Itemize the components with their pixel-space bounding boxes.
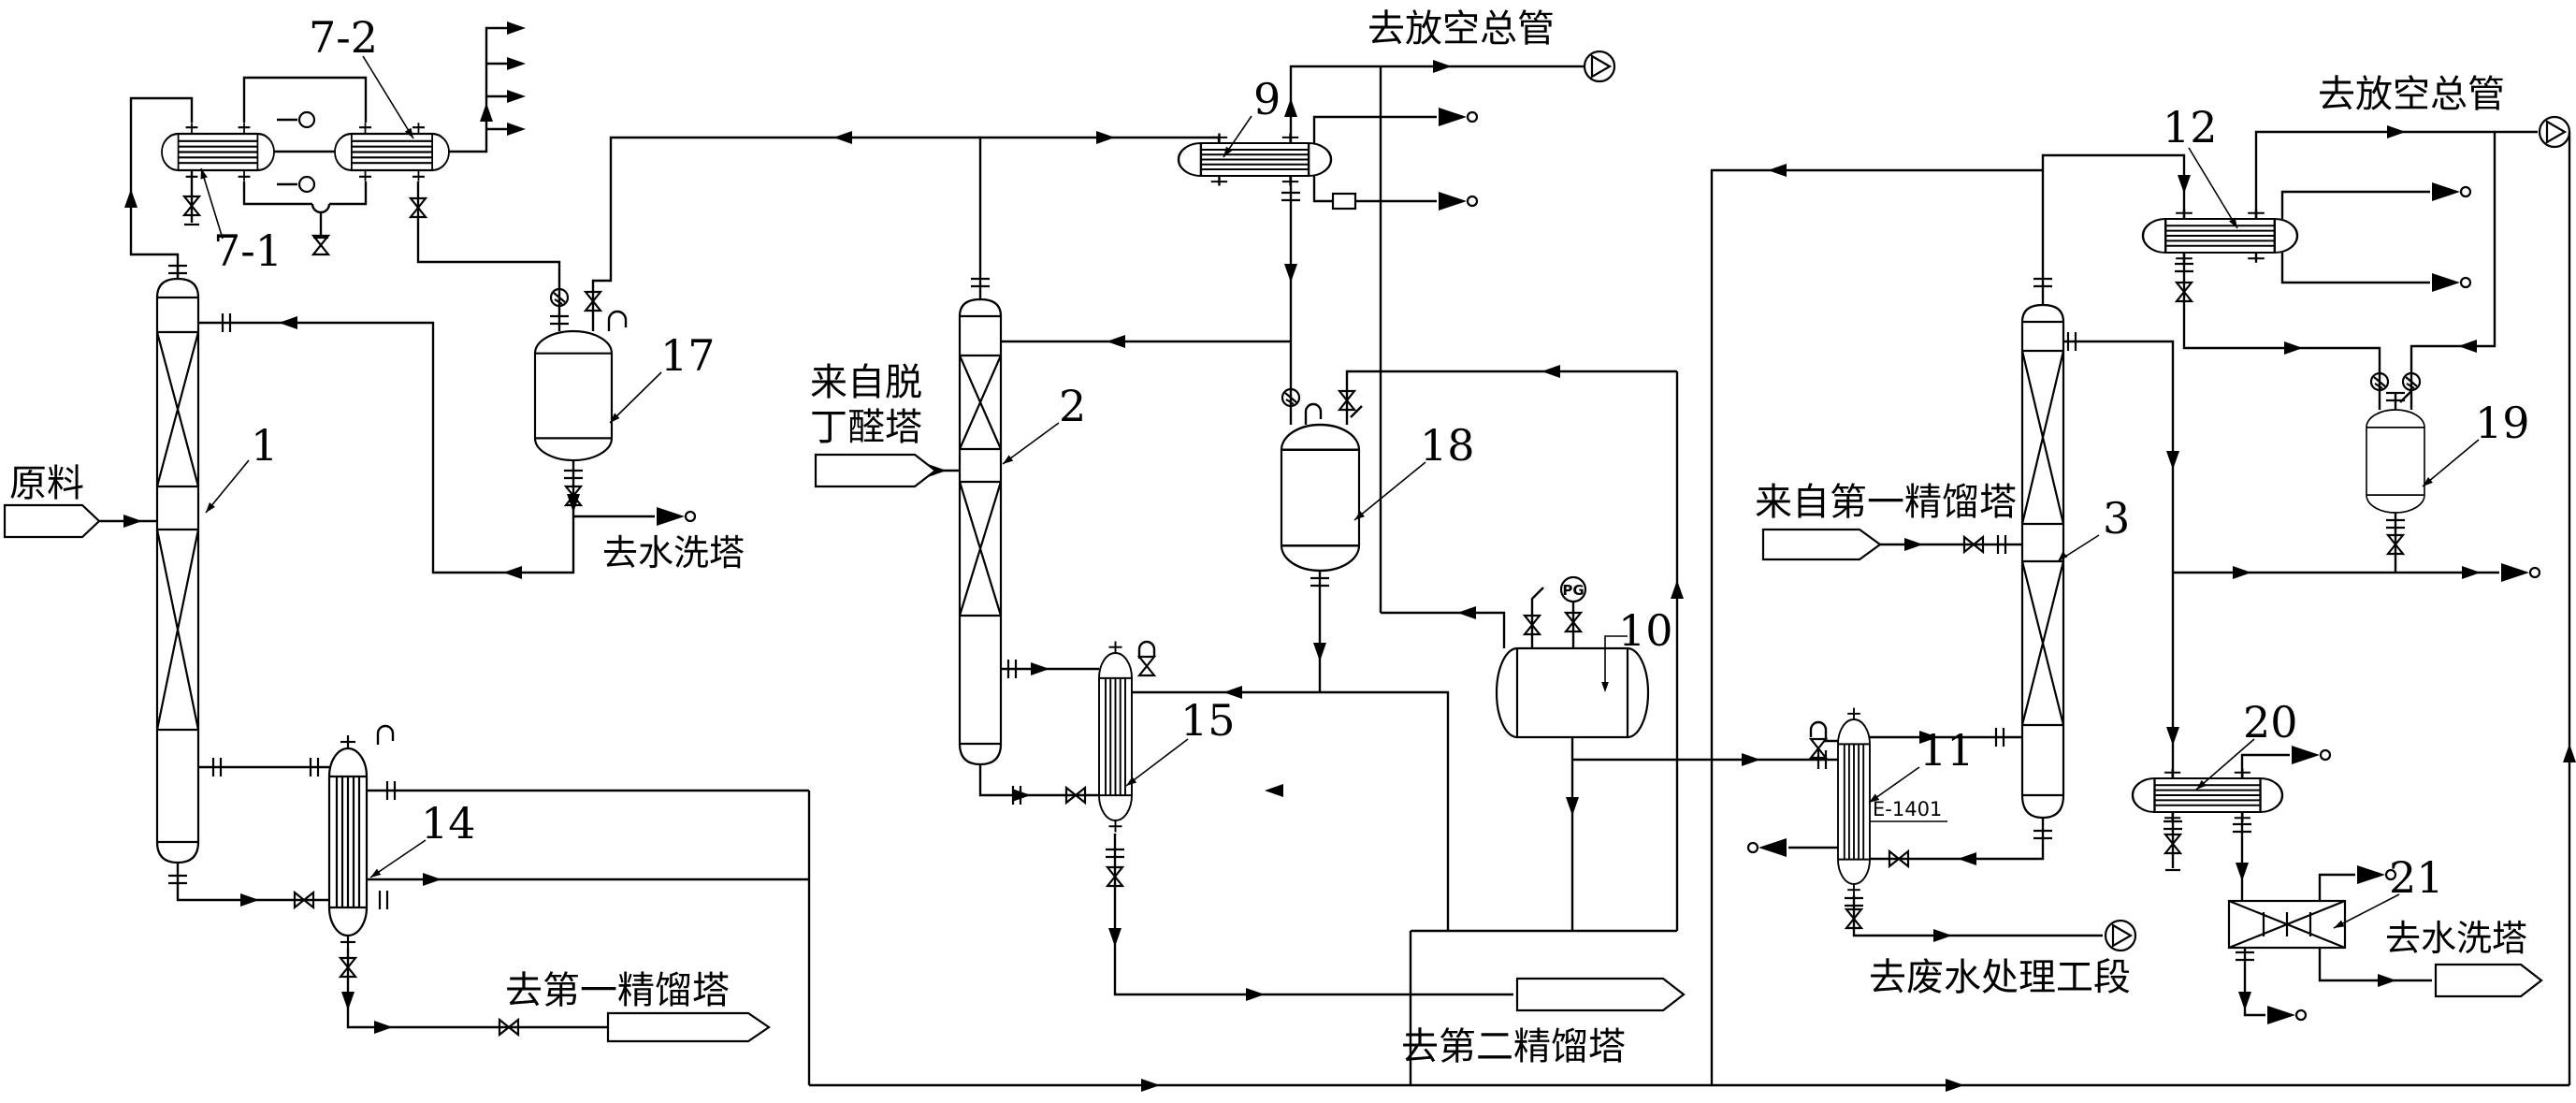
stream-flags	[3, 453, 2543, 1043]
tag-vessel-10: 10	[1618, 605, 1673, 656]
tag-hx-9: 9	[1253, 74, 1281, 124]
label-to-wash-tower-right: 去水洗塔	[2385, 918, 2527, 959]
pipe-network	[99, 26, 2571, 1087]
label-to-wastewater: 去废水处理工段	[1869, 956, 2131, 999]
tag-hx-12: 12	[2163, 102, 2218, 152]
heat-exchanger-14	[327, 733, 369, 951]
label-from-first-column: 来自第一精馏塔	[1755, 481, 2017, 524]
vessel-18	[1280, 423, 1361, 573]
tag-hx-21: 21	[2389, 852, 2444, 903]
flag-raw-material	[3, 503, 101, 539]
label-from-debutanal-1: 来自脱	[810, 361, 922, 404]
flag-to-first-column	[606, 1011, 771, 1043]
tag-vessel-18: 18	[1420, 420, 1475, 471]
tag-hx-20: 20	[2243, 697, 2298, 747]
heat-exchanger-15	[1098, 640, 1133, 834]
tag-hx-7-2: 7-2	[309, 12, 378, 63]
flag-to-wash-tower	[2434, 963, 2543, 998]
tag-leaders	[197, 55, 2480, 932]
vent-pump-icon-right	[2538, 115, 2571, 149]
column-2	[958, 298, 1003, 766]
valves	[182, 195, 2405, 1037]
heat-exchanger-7-2	[333, 122, 451, 182]
wastewater-pump-icon	[2104, 919, 2137, 952]
instrument-tap-icon	[297, 110, 316, 129]
flag-from-first-column	[1761, 528, 1882, 561]
vessel-17	[533, 329, 614, 462]
equipment-code-e1401: E-1401	[1871, 798, 1947, 822]
flag-from-debutanal	[814, 453, 937, 488]
heat-exchanger-7-1	[160, 122, 276, 182]
heat-exchanger-20	[2131, 767, 2284, 823]
label-to-second-column: 去第二精馏塔	[1401, 1025, 1626, 1068]
label-from-debutanal-2: 丁醛塔	[810, 406, 922, 449]
vent-pump-icon-mid	[1583, 50, 1616, 83]
plate-exchanger-21	[2227, 899, 2347, 950]
heat-exchanger-12	[2141, 207, 2299, 265]
tag-vessel-17: 17	[660, 330, 716, 381]
column-3	[2020, 303, 2065, 820]
tag-column-2: 2	[1059, 381, 1086, 431]
label-to-vent-header-mid: 去放空总管	[1368, 7, 1555, 51]
label-to-first-column: 去第一精馏塔	[505, 969, 730, 1012]
tag-column-3: 3	[2103, 493, 2130, 544]
flag-to-second-column	[1515, 977, 1686, 1012]
tag-hx-11: 11	[1919, 725, 1975, 776]
tag-hx-14: 14	[421, 798, 476, 849]
label-to-vent-header-right: 去放空总管	[2318, 73, 2505, 116]
heat-exchanger-9	[1177, 132, 1333, 187]
flanges	[166, 191, 2407, 962]
pressure-gauge-label: PG	[1562, 582, 1584, 599]
pressure-gauge-icon: PG	[1559, 575, 1587, 603]
column-1	[155, 266, 200, 864]
label-to-wash-tower-left: 去水洗塔	[602, 532, 745, 573]
label-raw-material: 原料	[9, 462, 84, 505]
tag-hx-15: 15	[1180, 695, 1236, 746]
flow-arrows	[123, 60, 2576, 1092]
tag-hx-7-1: 7-1	[213, 225, 282, 276]
vessel-19	[2366, 409, 2425, 514]
outlet-terminals	[507, 22, 2541, 1026]
heat-exchanger-11	[1837, 706, 1871, 897]
label-e1401: E-1401	[1873, 798, 1942, 820]
tag-column-1: 1	[251, 420, 278, 471]
instrument-tap-icon	[297, 175, 316, 194]
vessel-10	[1495, 646, 1650, 739]
tag-vessel-19: 19	[2475, 398, 2530, 448]
